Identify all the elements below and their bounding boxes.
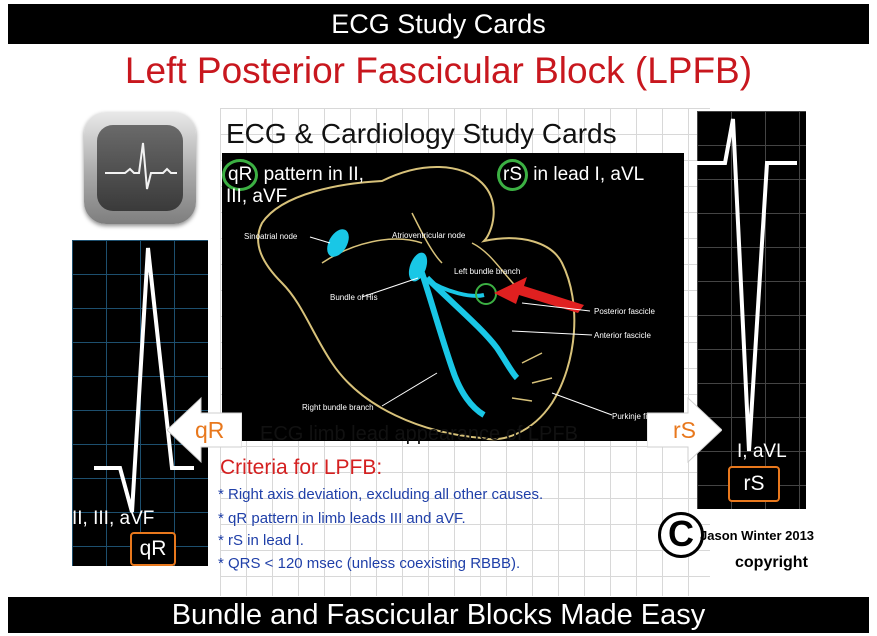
label-posterior-fascicle: Posterior fascicle — [594, 307, 655, 316]
main-title: Left Posterior Fascicular Block (LPFB) — [124, 50, 753, 91]
subtitle: ECG & Cardiology Study Cards — [226, 118, 617, 149]
label-purkinje: Purkinje fibers — [612, 412, 663, 421]
copyright-author: Jason Winter 2013 — [700, 528, 815, 543]
label-right-bundle: Right bundle branch — [302, 403, 374, 412]
footer-title: Bundle and Fascicular Blocks Made Easy — [171, 599, 706, 631]
left-ecg-strip: II, III, aVF — [72, 240, 208, 566]
header-bar: ECG Study Cards — [8, 4, 869, 44]
copyright-word: copyright — [735, 554, 808, 571]
criteria-item: * Right axis deviation, excluding all ot… — [218, 486, 544, 503]
right-arrow-label: rS — [673, 417, 696, 443]
copyright-icon: C — [658, 512, 704, 558]
limb-caption: ECG limb lead appearance of LPFB — [260, 423, 578, 445]
left-qr-box: qR — [130, 532, 176, 566]
right-rs-box: rS — [728, 466, 780, 502]
label-atrioventricular: Atrioventricular node — [392, 231, 466, 240]
heart-outline — [257, 165, 613, 441]
qr-circled: qR — [222, 159, 259, 191]
right-lead-label: I, aVL — [737, 441, 787, 462]
right-note-rest: in lead I, aVL — [528, 164, 645, 185]
right-arrow-icon: rS — [646, 395, 723, 465]
left-arrow-icon: qR — [166, 395, 243, 465]
header-title: ECG Study Cards — [331, 9, 546, 39]
rs-circled: rS — [497, 159, 528, 191]
rs-waveform — [697, 111, 806, 509]
right-ecg-strip: I, aVL — [697, 111, 806, 509]
footer-bar: Bundle and Fascicular Blocks Made Easy — [8, 597, 869, 633]
criteria-item: * QRS < 120 msec (unless coexisting RBBB… — [218, 555, 521, 572]
label-sinoatrial: Sinoatrial node — [244, 232, 298, 241]
label-left-bundle: Left bundle branch — [454, 267, 521, 276]
label-bundle-his: Bundle of His — [330, 293, 378, 302]
ecg-app-icon — [84, 112, 196, 224]
left-note-line1: pattern in II, — [258, 164, 364, 185]
label-anterior-fascicle: Anterior fascicle — [594, 331, 651, 340]
left-lead-label: II, III, aVF — [72, 508, 155, 529]
heart-conduction-diagram: qR pattern in II, III, aVF rS in lead I,… — [222, 153, 684, 441]
left-note-line2: III, aVF — [226, 186, 288, 207]
criteria-title: Criteria for LPFB: — [220, 456, 383, 479]
qr-waveform — [72, 240, 208, 566]
right-note: rS in lead I, aVL — [497, 159, 644, 191]
criteria-item: * qR pattern in limb leads III and aVF. — [218, 510, 466, 527]
left-note: qR pattern in II, — [222, 159, 364, 191]
left-arrow-label: qR — [195, 417, 225, 443]
criteria-item: * rS in lead I. — [218, 532, 304, 549]
